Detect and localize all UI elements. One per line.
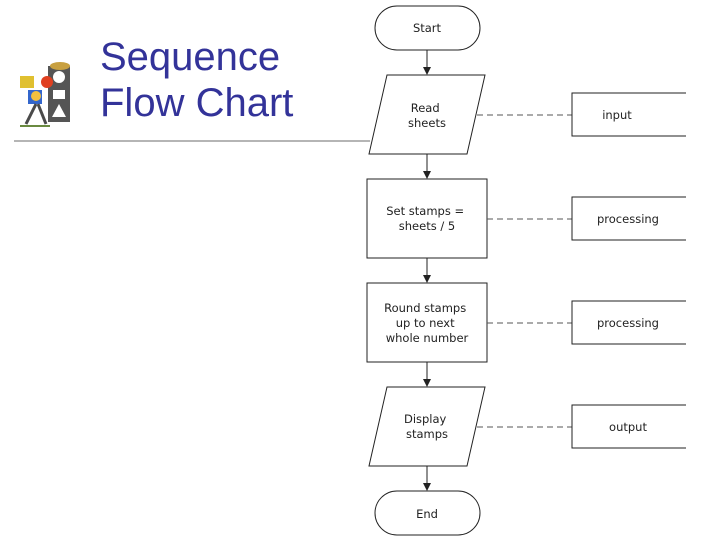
svg-text:processing: processing	[597, 316, 659, 330]
annotation-label: output	[609, 420, 647, 434]
annotation-bracket	[571, 404, 686, 449]
svg-text:Round stamps up to next: Round stamps up to next whole number	[384, 301, 470, 345]
end-node: End	[374, 490, 481, 536]
annotation-output: output	[477, 404, 686, 449]
round-node: Round stamps up to next whole number	[366, 282, 488, 363]
svg-text:Set stamps = sheets / 5: Set stamps = sheets / 5	[386, 204, 468, 233]
svg-text:Display stamps: Display stamps	[404, 412, 450, 441]
svg-text:End: End	[416, 507, 438, 521]
set-label-line-1: Set stamps =	[386, 204, 464, 218]
end-label: End	[416, 507, 438, 521]
annotation-input: input	[477, 92, 686, 137]
annotation-bracket	[571, 92, 686, 137]
read-label-line-2: sheets	[408, 116, 446, 130]
round-process-box	[366, 282, 488, 363]
title-divider	[14, 140, 370, 142]
svg-text:Start: Start	[413, 21, 442, 35]
read-parallelogram	[368, 74, 486, 155]
logo-icon	[14, 60, 94, 134]
round-label-line-1: Round stamps	[384, 301, 466, 315]
round-label-line-2: up to next	[396, 316, 455, 330]
display-node: Display stamps	[368, 386, 486, 467]
svg-text:input: input	[602, 108, 632, 122]
display-parallelogram	[368, 386, 486, 467]
annotation-label: processing	[597, 212, 659, 226]
end-terminator	[374, 490, 481, 536]
annotation-processing-2: processing	[487, 300, 686, 345]
svg-text:processing: processing	[597, 212, 659, 226]
annotation-bracket	[571, 300, 686, 345]
start-node: Start	[374, 5, 481, 51]
display-label-line-2: stamps	[406, 427, 448, 441]
read-node: Read sheets	[368, 74, 486, 155]
annotation-label: processing	[597, 316, 659, 330]
read-label-line-1: Read	[411, 101, 440, 115]
start-label: Start	[413, 21, 442, 35]
set-node: Set stamps = sheets / 5	[366, 178, 488, 259]
svg-text:output: output	[609, 420, 647, 434]
annotation-bracket	[571, 196, 686, 241]
annotation-processing-1: processing	[487, 196, 686, 241]
start-terminator	[374, 5, 481, 51]
display-label-line-1: Display	[404, 412, 447, 426]
annotation-label: input	[602, 108, 632, 122]
round-label-line-3: whole number	[386, 331, 469, 345]
set-label-line-2: sheets / 5	[399, 219, 455, 233]
title-line-2: Flow Chart	[100, 81, 294, 125]
title-line-1: Sequence	[100, 35, 281, 79]
slide-title: Sequence Flow Chart	[100, 34, 293, 126]
svg-text:Read sheets: Read sheets	[408, 101, 446, 130]
